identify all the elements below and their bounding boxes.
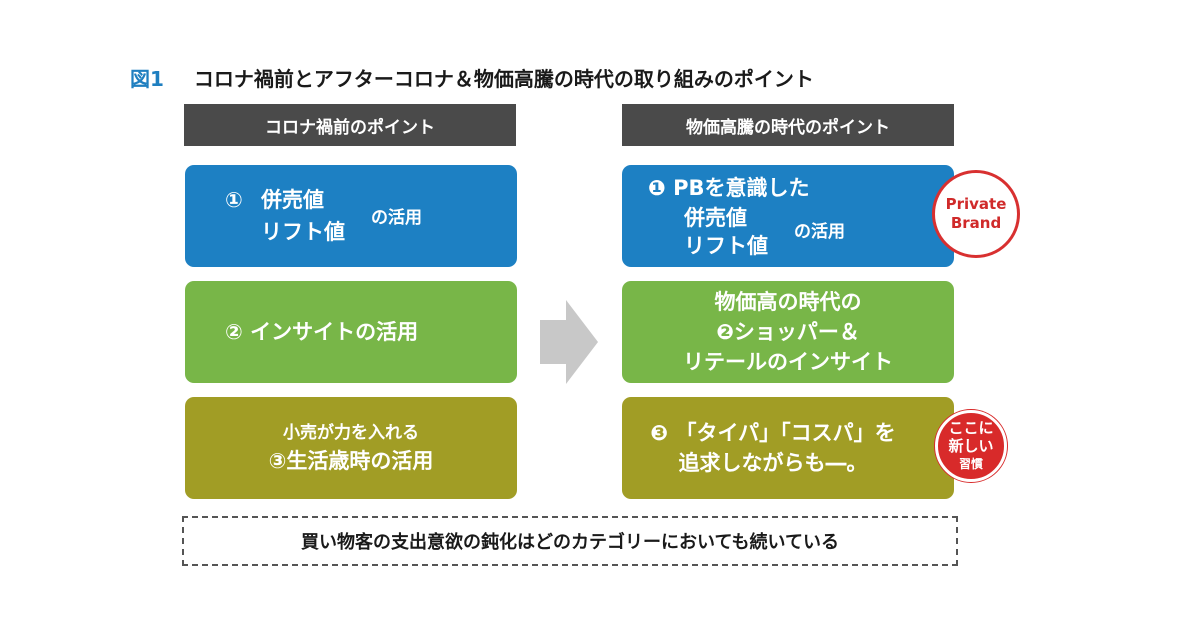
left-column-header: コロナ禍前のポイント — [184, 104, 516, 146]
new-habit-badge: ここに 新しい 習慣 — [935, 410, 1007, 482]
left-box1-num: ① — [225, 188, 243, 212]
right-box1-line1: ❶ PBを意識した — [648, 176, 810, 200]
right-column-header: 物価高騰の時代のポイント — [622, 104, 954, 146]
figure-title-row: 図1 コロナ禍前とアフターコロナ＆物価高騰の時代の取り組みのポイント — [130, 62, 814, 92]
left-box-seasonal: 小売が力を入れる ③生活歳時の活用 — [185, 397, 517, 499]
private-brand-line2: Brand — [950, 214, 1002, 232]
new-habit-line1: ここに — [948, 419, 994, 437]
left-box1-suffix: の活用 — [371, 208, 422, 228]
left-box2-text: ② インサイトの活用 — [225, 320, 419, 344]
footer-note: 買い物客の支出意欲の鈍化はどのカテゴリーにおいても続いている — [182, 516, 958, 566]
right-box2-line1: 物価高の時代の — [714, 290, 862, 314]
right-box2-line2: ❷ショッパー＆ — [716, 320, 860, 344]
left-box3-line1: 小売が力を入れる — [283, 423, 419, 443]
right-box1-line3: リフト値 — [684, 234, 768, 258]
right-box2-line3: リテールのインサイト — [683, 350, 893, 374]
figure-label: 図1 — [130, 66, 164, 91]
right-box-pb-lift-value: ❶ PBを意識した 併売値 リフト値 の活用 — [622, 165, 954, 267]
left-box1-line1: 併売値 — [261, 188, 324, 212]
new-habit-line3: 習慣 — [958, 457, 983, 471]
left-box3-line2: ③生活歳時の活用 — [268, 449, 434, 473]
figure-title: コロナ禍前とアフターコロナ＆物価高騰の時代の取り組みのポイント — [193, 66, 814, 91]
left-box-insight: ② インサイトの活用 — [185, 281, 517, 383]
right-box-shopper-insight: 物価高の時代の ❷ショッパー＆ リテールのインサイト — [622, 281, 954, 383]
right-box3-line1: ❸ 「タイパ」「コスパ」を — [650, 421, 896, 445]
right-box3-line2: 追求しながらも―。 — [678, 451, 868, 475]
new-habit-line2: 新しい — [948, 437, 994, 455]
right-box1-line2: 併売値 — [684, 206, 747, 230]
footer-text: 買い物客の支出意欲の鈍化はどのカテゴリーにおいても続いている — [300, 532, 840, 553]
right-arrow-icon — [540, 300, 598, 384]
private-brand-line1: Private — [945, 195, 1007, 213]
right-box-time-cost-perf: ❸ 「タイパ」「コスパ」を 追求しながらも―。 — [622, 397, 954, 499]
private-brand-badge: Private Brand — [932, 170, 1020, 258]
right-box1-suffix: の活用 — [794, 222, 845, 242]
left-box-lift-value: ① 併売値 リフト値 の活用 — [185, 165, 517, 267]
left-box1-line2: リフト値 — [261, 220, 345, 244]
